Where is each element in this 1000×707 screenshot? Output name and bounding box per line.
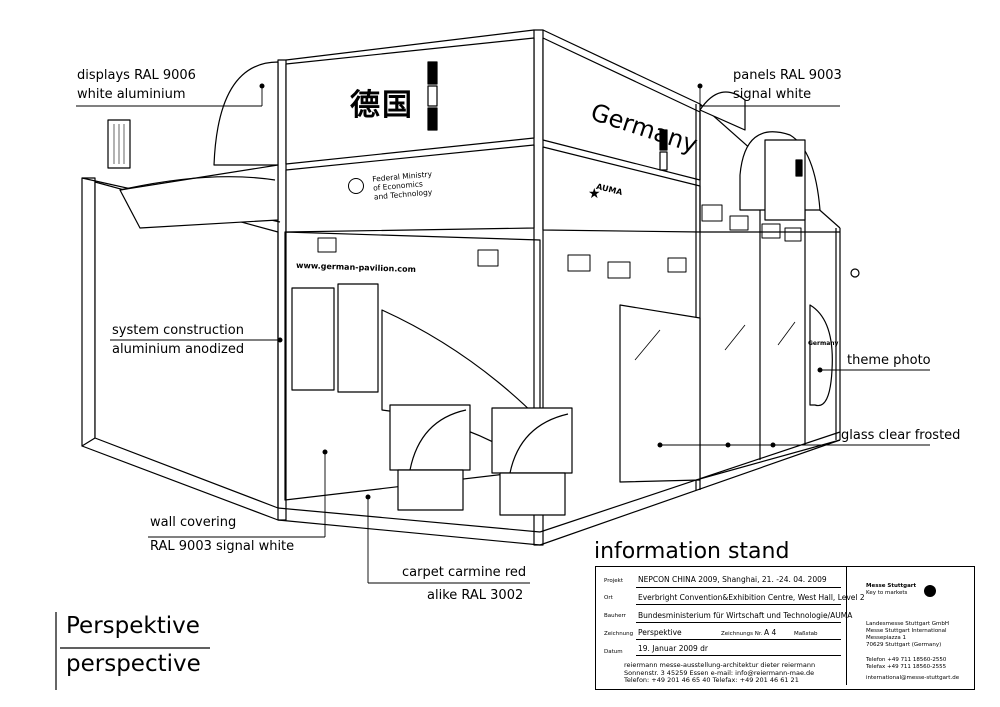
tb-bauherr-val: Bundesministerium für Wirtschaft und Tec… — [638, 611, 853, 620]
messe-logo-icon — [924, 585, 936, 597]
tb-architect-2: Sonnenstr. 3 45259 Essen e-mail: info@re… — [624, 668, 815, 677]
tb-architect-3: Telefon: +49 201 46 65 40 Telefax: +49 2… — [624, 676, 799, 684]
messe-address: Landesmesse Stuttgart GmbH Messe Stuttga… — [866, 621, 949, 649]
messe-logo-1: Messe Stuttgart — [866, 583, 917, 589]
tb-architect: reiermann messe-ausstellung-architektur … — [624, 661, 816, 685]
messe-contact: Telefon +49 711 18560-2550 Telefax +49 7… — [866, 657, 946, 671]
fascia-front-lower — [285, 144, 535, 233]
info-stand-title: information stand — [594, 539, 790, 564]
messe-logo: Messe Stuttgart Key to markets — [866, 583, 916, 597]
tb-projekt-val: NEPCON CHINA 2009, Shanghai, 21. -24. 04… — [638, 575, 827, 584]
ministry-sign: Federal Ministry of Economics and Techno… — [372, 169, 434, 201]
label-panels: panels RAL 9003 signal white — [733, 66, 842, 104]
counter-unit-1 — [389, 404, 471, 471]
tb-massstab-key: Maßstab — [794, 631, 818, 637]
left-side-wall — [81, 177, 96, 447]
messe-tel: Telefon +49 711 18560-2550 — [866, 657, 947, 663]
tb-architect-1: reiermann messe-ausstellung-architektur … — [624, 661, 816, 669]
label-panels-1: panels RAL 9003 — [733, 68, 842, 83]
chinese-sign: 德国 — [350, 88, 414, 123]
messe-addr-2: Messe Stuttgart International — [866, 628, 947, 634]
label-system-1: system construction — [112, 323, 244, 338]
tb-projekt-key: Projekt — [604, 578, 623, 584]
messe-addr-1: Landesmesse Stuttgart GmbH — [866, 621, 949, 627]
rear-sign-panel — [764, 139, 806, 221]
glass-panel-front — [619, 304, 701, 483]
fascia-front-upper — [285, 37, 535, 165]
messe-addr-4: 70629 Stuttgart (Germany) — [866, 642, 942, 648]
left-canopy — [119, 164, 279, 229]
label-panels-2: signal white — [733, 87, 812, 102]
label-displays: displays RAL 9006 white aluminium — [77, 66, 196, 104]
tb-ort-val: Everbright Convention&Exhibition Centre,… — [638, 593, 865, 602]
label-glass: glass clear frosted — [841, 428, 961, 443]
counter-unit-1-base — [397, 469, 464, 511]
column-left — [277, 59, 287, 521]
messe-email: international@messe-stuttgart.de — [866, 675, 960, 681]
messe-fax: Telefax +49 711 18560-2555 — [866, 664, 947, 670]
label-displays-1: displays RAL 9006 — [77, 68, 196, 83]
theme-photo-text: Germany — [808, 340, 839, 347]
tb-zeichnung-val: Perspektive — [638, 628, 682, 637]
label-carpet-2: alike RAL 3002 — [427, 588, 524, 603]
tb-ort-key: Ort — [604, 595, 613, 601]
spotlights — [317, 204, 802, 279]
tb-zeichnung-nr-key: Zeichnungs Nr. — [721, 631, 763, 637]
label-system-2: aluminium anodized — [112, 342, 245, 357]
label-theme-photo: theme photo — [847, 353, 931, 368]
info-panel-2 — [337, 283, 379, 393]
counter-unit-2 — [491, 407, 573, 474]
label-displays-2: white aluminium — [77, 87, 186, 102]
auma-star-icon: ★ — [588, 186, 601, 202]
label-carpet-1: carpet carmine red — [402, 565, 527, 580]
messe-logo-2: Key to markets — [866, 590, 908, 596]
display-arch-right — [699, 91, 746, 131]
title-block: Projekt NEPCON CHINA 2009, Shanghai, 21.… — [595, 566, 975, 690]
theme-photo-panel — [809, 304, 833, 407]
eagle-emblem-icon — [348, 178, 364, 194]
title-block-divider — [846, 567, 847, 685]
column-middle — [533, 29, 544, 546]
label-system: system construction aluminium anodized — [112, 321, 244, 359]
label-wall-1: wall covering — [150, 515, 237, 530]
tb-bauherr-key: Bauherr — [604, 613, 626, 619]
info-panel-1 — [291, 287, 335, 391]
perspective-title-de: Perspektive — [66, 613, 200, 639]
tb-zeichnung-nr-val: A 4 — [764, 628, 777, 637]
label-wall-2: RAL 9003 signal white — [150, 539, 295, 554]
tb-zeichnung-key: Zeichnung — [604, 631, 634, 637]
tb-datum-key: Datum — [604, 649, 623, 655]
counter-unit-2-base — [499, 472, 566, 516]
messe-addr-3: Messepiazza 1 — [866, 635, 907, 641]
perspective-title-en: perspective — [66, 651, 201, 677]
leader-lines — [76, 86, 930, 584]
display-arch-left — [213, 61, 279, 166]
tb-datum-val: 19. Januar 2009 dr — [638, 644, 709, 653]
